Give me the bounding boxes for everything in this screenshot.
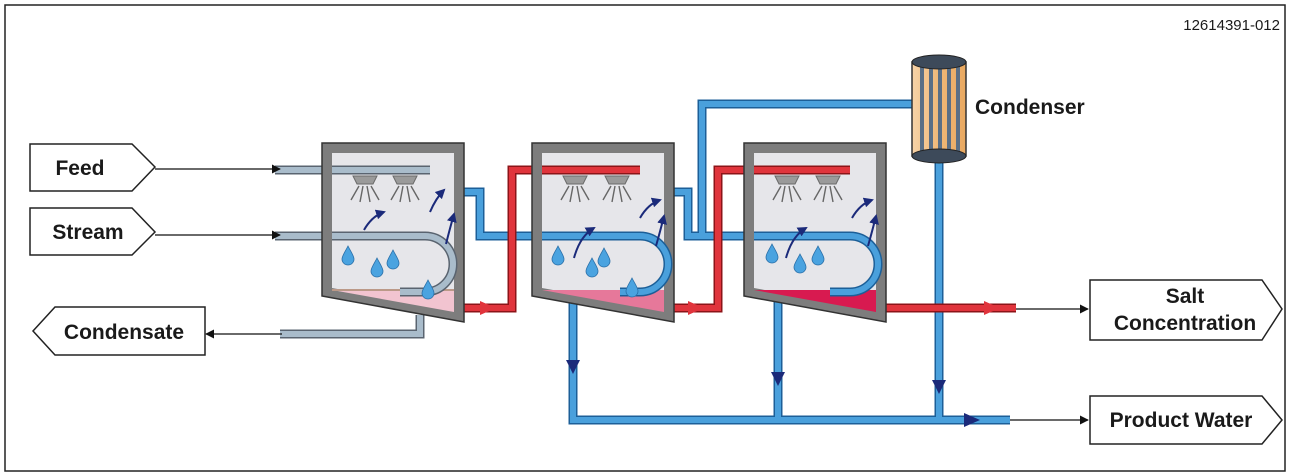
feed-label: Feed [55,157,104,180]
product-water-box: Product Water [1089,395,1283,445]
salt-concentration-box: Salt Concentration [1089,279,1283,341]
condensate-label: Condensate [64,321,184,344]
outer-frame [4,4,1286,472]
feed-box: Feed [29,143,157,192]
condenser [911,54,967,164]
salt-label-line2: Concentration [1114,312,1256,335]
condensate-box: Condensate [31,306,206,356]
pipe-flow-arrows [480,301,1000,427]
product-water-label: Product Water [1110,409,1253,432]
stream-label: Stream [52,221,123,244]
salt-label-line1: Salt [1166,285,1205,308]
vapor-arrows [363,188,879,259]
inner-pipes [332,165,883,297]
stream-box: Stream [29,207,157,256]
condenser-label: Condenser [975,96,1085,119]
figure-id: 12614391-012 [1183,17,1280,34]
